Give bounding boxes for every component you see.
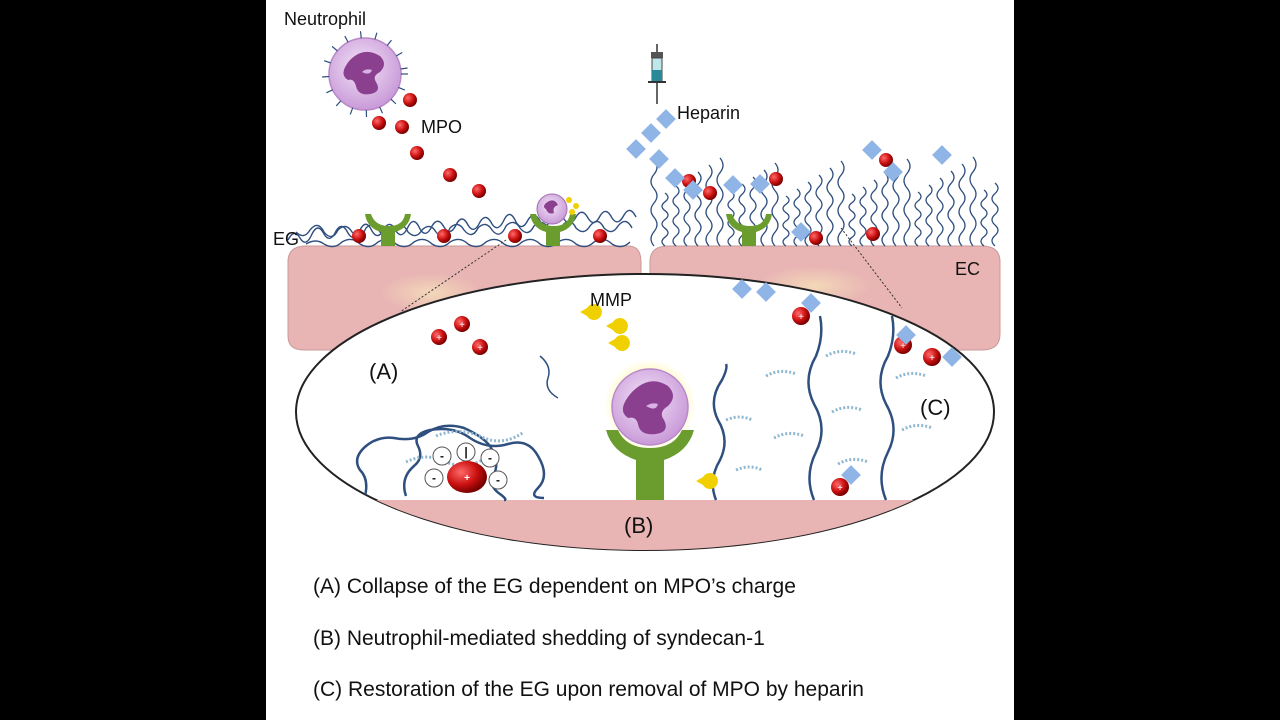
mmp-molecule xyxy=(608,335,630,351)
label-panel-b: (B) xyxy=(624,513,654,538)
label-mmp: MMP xyxy=(590,290,632,310)
label-panel-c: (C) xyxy=(920,395,951,420)
svg-text:+: + xyxy=(464,473,470,484)
mpo-molecule: + xyxy=(454,316,470,332)
heparin-molecule xyxy=(649,149,669,169)
svg-text:-: - xyxy=(488,451,492,465)
syndecan-receptor-3 xyxy=(726,214,772,246)
mpo-molecule xyxy=(866,227,880,241)
mpo-molecule xyxy=(437,229,451,243)
heparin-molecule xyxy=(723,175,743,195)
mpo-molecule xyxy=(593,229,607,243)
mpo-molecule xyxy=(809,231,823,245)
mpo-molecule: + xyxy=(923,348,941,366)
svg-text:+: + xyxy=(929,353,935,364)
mmp-molecule xyxy=(606,318,628,335)
svg-text:+: + xyxy=(798,312,804,323)
heparin-molecule xyxy=(896,325,916,345)
mpo-molecule xyxy=(443,168,457,182)
label-eg: EG xyxy=(273,229,300,249)
mmp-molecules xyxy=(580,304,718,490)
mpo-molecule: + xyxy=(831,478,849,496)
heparin-molecule xyxy=(656,109,676,129)
label-mpo: MPO xyxy=(421,117,463,137)
mpo-molecule xyxy=(703,186,717,200)
mpo-molecule xyxy=(403,93,417,107)
heparin-molecule xyxy=(801,293,821,313)
endothelial-glycocalyx-diagram: +++++++ -|- -- + xyxy=(287,31,1001,551)
heparin-molecule xyxy=(732,279,752,299)
mpo-molecule xyxy=(372,116,386,130)
heparin-molecule xyxy=(942,347,962,367)
heparin-molecule xyxy=(641,123,661,143)
svg-text:-: - xyxy=(432,471,436,485)
heparin-molecule xyxy=(665,168,685,188)
heparin-molecule xyxy=(862,140,882,160)
glycocalyx-restored xyxy=(650,156,999,247)
mpo-molecule xyxy=(508,229,522,243)
label-heparin: Heparin xyxy=(677,103,741,123)
mmp-molecule xyxy=(696,473,718,490)
heparin-molecule xyxy=(756,282,776,302)
mpo-molecule xyxy=(395,120,409,134)
svg-text:|: | xyxy=(464,445,467,459)
svg-text:+: + xyxy=(900,341,906,352)
svg-text:-: - xyxy=(496,473,500,487)
mmp-molecule xyxy=(580,304,602,320)
syndecan-receptor-2 xyxy=(530,214,576,246)
heparin-molecule xyxy=(626,139,646,159)
zoom-lines xyxy=(399,227,903,313)
svg-text:+: + xyxy=(837,483,843,494)
mpo-molecule: + xyxy=(472,339,488,355)
svg-text:+: + xyxy=(477,343,483,354)
svg-text:+: + xyxy=(459,320,465,331)
mpo-molecule xyxy=(769,172,783,186)
heparin-molecule xyxy=(932,145,952,165)
neutrophil-top xyxy=(322,31,408,117)
label-panel-a: (A) xyxy=(369,359,399,384)
caption-b: (B) Neutrophil-mediated shedding of synd… xyxy=(313,627,765,650)
caption-a: (A) Collapse of the EG dependent on MPO’… xyxy=(313,575,796,598)
mpo-molecule xyxy=(352,229,366,243)
mpo-molecule xyxy=(472,184,486,198)
label-neutrophil: Neutrophil xyxy=(284,9,367,29)
svg-text:-: - xyxy=(440,449,444,463)
mpo-molecule xyxy=(410,146,424,160)
caption-c: (C) Restoration of the EG upon removal o… xyxy=(313,678,864,701)
svg-text:+: + xyxy=(436,333,442,344)
neutrophil-small xyxy=(536,193,579,225)
mpo-molecule: + xyxy=(792,307,810,325)
syndecan-receptor-1 xyxy=(365,214,411,246)
mpo-molecule: + xyxy=(431,329,447,345)
label-ec: EC xyxy=(955,259,981,279)
mpo-charge-cluster: -|- -- + xyxy=(424,442,508,493)
mpo-molecules: + + + + + + + xyxy=(352,93,941,496)
mpo-molecule xyxy=(879,153,893,167)
syringe-icon xyxy=(648,44,666,104)
heparin-molecule xyxy=(841,465,861,485)
glycocalyx-collapsed xyxy=(287,209,637,248)
